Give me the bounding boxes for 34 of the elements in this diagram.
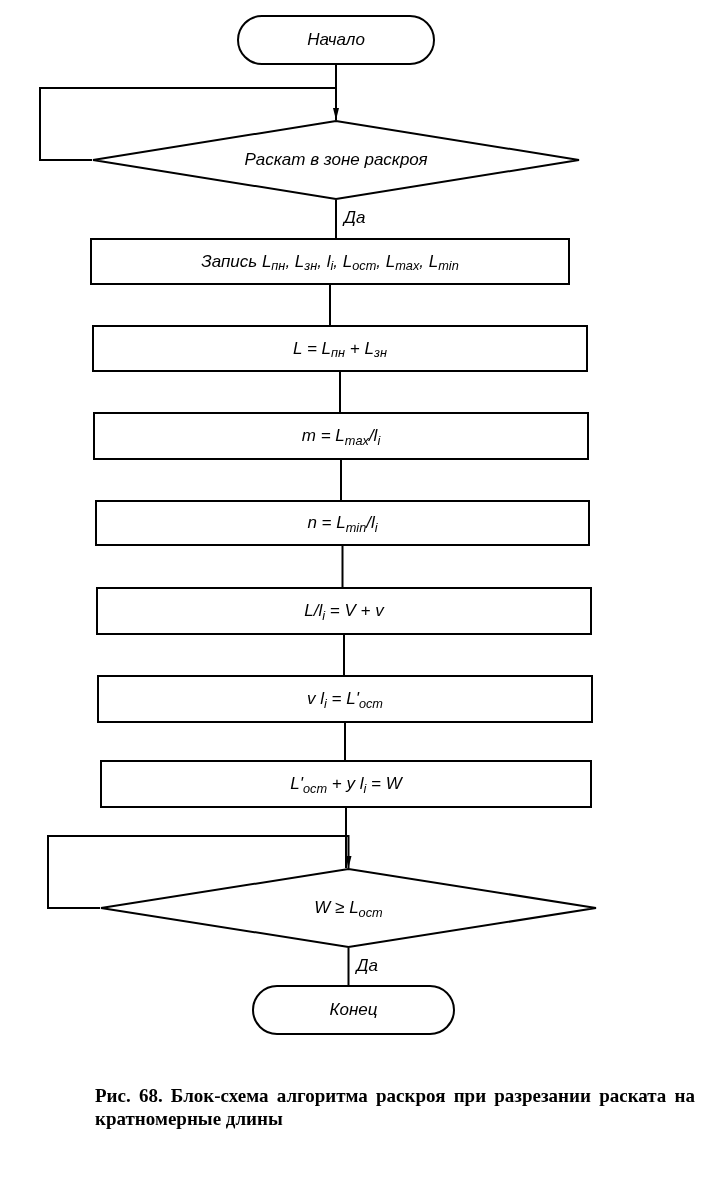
node-text: v l$_{i}$ = L'$_{ост}$ bbox=[307, 688, 383, 710]
connector-line bbox=[47, 835, 352, 909]
node-text: Конец bbox=[329, 999, 378, 1021]
node-text: W ≥ L$_{ост}$ bbox=[314, 897, 383, 919]
process-box bbox=[90, 238, 570, 285]
connector-line bbox=[339, 371, 341, 413]
edge-label: Да bbox=[354, 956, 380, 974]
connector-line bbox=[345, 807, 347, 869]
connector-line bbox=[344, 722, 346, 761]
connector-line bbox=[340, 459, 342, 501]
terminal-shape bbox=[237, 15, 435, 65]
process-box bbox=[92, 325, 588, 372]
connector-line bbox=[39, 87, 339, 161]
connector-line bbox=[347, 947, 350, 986]
node-text: L/l$_{i}$ = V + v bbox=[304, 600, 384, 622]
node-text: L'$_{ост}$ + y l$_{i}$ = W bbox=[290, 773, 402, 795]
process-box bbox=[93, 412, 589, 460]
node-text: n = L$_{min}$/l$_{i}$ bbox=[307, 512, 378, 534]
connector-line bbox=[341, 545, 344, 588]
terminal-shape bbox=[252, 985, 455, 1035]
node-text: Запись L$_{пн}$, L$_{зн}$, l$_{i}$, L$_{ост}$, L$_{max}$, L$_{min}$ bbox=[201, 250, 459, 273]
edge-label: Да bbox=[342, 209, 368, 226]
node-text: L = L$_{пн}$ + L$_{зн}$ bbox=[293, 337, 387, 360]
process-box bbox=[97, 675, 593, 723]
connector-line bbox=[329, 284, 331, 326]
connector-line bbox=[343, 634, 345, 676]
process-box bbox=[100, 760, 592, 808]
process-box bbox=[96, 587, 592, 635]
process-box bbox=[95, 500, 590, 546]
node-text: m = L$_{max}$/l$_{i}$ bbox=[301, 425, 381, 447]
node-text: Раскат в зоне раскроя bbox=[244, 149, 428, 171]
connector-line bbox=[335, 199, 337, 239]
node-text: Начало bbox=[307, 29, 365, 51]
caption: Рис. 68. Блок-схема алгоритма раскроя при разрезании раската на кратномерные длины bbox=[95, 1085, 695, 1131]
